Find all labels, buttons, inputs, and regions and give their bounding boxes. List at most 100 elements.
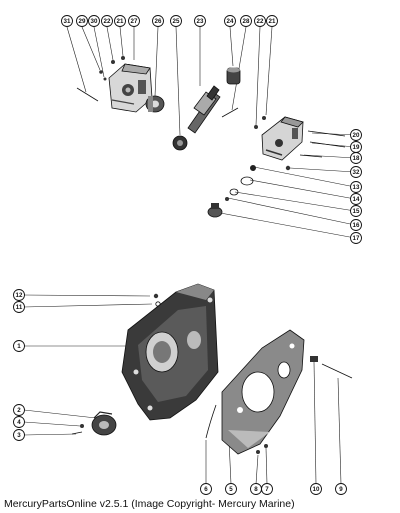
callout-29: 29 bbox=[76, 15, 88, 27]
svg-text:4: 4 bbox=[17, 419, 21, 426]
callout-12: 12 bbox=[13, 289, 25, 301]
callout-21-upper-left: 21 bbox=[114, 15, 126, 27]
svg-text:7: 7 bbox=[265, 486, 269, 493]
callout-28: 28 bbox=[240, 15, 252, 27]
impeller-part bbox=[91, 411, 117, 436]
rod-part bbox=[307, 130, 346, 137]
screw-part bbox=[71, 431, 83, 435]
svg-text:9: 9 bbox=[339, 486, 343, 493]
washer-part bbox=[103, 77, 107, 81]
washer-part bbox=[254, 125, 258, 129]
gasket-part bbox=[205, 404, 217, 439]
rod-part bbox=[299, 154, 323, 158]
callout-20: 20 bbox=[350, 129, 362, 141]
callout-2: 2 bbox=[13, 404, 25, 416]
callout-5: 5 bbox=[225, 483, 237, 495]
plug-part bbox=[207, 203, 223, 218]
callout-7: 7 bbox=[261, 483, 273, 495]
svg-text:25: 25 bbox=[173, 18, 180, 25]
washer-part bbox=[225, 197, 229, 201]
drive-shaft-part bbox=[187, 85, 221, 134]
svg-text:5: 5 bbox=[229, 486, 233, 493]
image-copyright-footer: MercuryPartsOnline v2.5.1 (Image Copyrig… bbox=[4, 498, 295, 510]
screw-part bbox=[121, 56, 125, 60]
callout-10: 10 bbox=[310, 483, 322, 495]
callout-4: 4 bbox=[13, 416, 25, 428]
face-plate-part bbox=[221, 329, 305, 455]
callout-6: 6 bbox=[200, 483, 212, 495]
washer-part bbox=[80, 424, 84, 428]
washer-part bbox=[264, 444, 268, 448]
svg-text:24: 24 bbox=[227, 18, 234, 25]
pin-part bbox=[76, 87, 99, 102]
washer-part bbox=[99, 70, 103, 74]
screw-part bbox=[256, 450, 260, 454]
svg-text:14: 14 bbox=[353, 196, 360, 203]
rod-part bbox=[321, 363, 353, 379]
svg-text:18: 18 bbox=[353, 155, 360, 162]
callout-25: 25 bbox=[170, 15, 182, 27]
svg-text:3: 3 bbox=[17, 432, 21, 439]
screw-part bbox=[221, 107, 239, 118]
spring-part bbox=[240, 176, 254, 186]
pump-body-part bbox=[108, 63, 153, 113]
svg-text:26: 26 bbox=[155, 18, 162, 25]
svg-text:16: 16 bbox=[353, 222, 360, 229]
callout-16: 16 bbox=[350, 219, 362, 231]
callout-24: 24 bbox=[224, 15, 236, 27]
pump-housing-part bbox=[121, 283, 219, 421]
svg-text:31: 31 bbox=[64, 18, 71, 25]
svg-text:1: 1 bbox=[17, 343, 21, 350]
valve-body-part bbox=[261, 116, 304, 161]
rod-part bbox=[309, 141, 346, 148]
callout-3: 3 bbox=[13, 429, 25, 441]
callout-15: 15 bbox=[350, 205, 362, 217]
svg-text:20: 20 bbox=[353, 132, 360, 139]
svg-text:28: 28 bbox=[243, 18, 250, 25]
svg-text:8: 8 bbox=[254, 486, 258, 493]
svg-text:2: 2 bbox=[17, 407, 21, 414]
callout-8: 8 bbox=[250, 483, 262, 495]
callout-31: 31 bbox=[61, 15, 73, 27]
svg-text:22: 22 bbox=[104, 18, 111, 25]
svg-text:21: 21 bbox=[269, 18, 276, 25]
svg-text:30: 30 bbox=[91, 18, 98, 25]
svg-text:21: 21 bbox=[117, 18, 124, 25]
washer-part bbox=[285, 165, 291, 171]
callout-21-upper-right: 21 bbox=[266, 15, 278, 27]
callout-26: 26 bbox=[152, 15, 164, 27]
svg-text:32: 32 bbox=[353, 169, 360, 176]
callout-1: 1 bbox=[13, 340, 25, 352]
callout-13: 13 bbox=[350, 181, 362, 193]
bearing-part bbox=[145, 95, 165, 113]
callout-18: 18 bbox=[350, 152, 362, 164]
roller-part bbox=[226, 67, 241, 85]
callout-27: 27 bbox=[128, 15, 140, 27]
svg-text:15: 15 bbox=[353, 208, 360, 215]
svg-text:22: 22 bbox=[257, 18, 264, 25]
svg-text:29: 29 bbox=[79, 18, 86, 25]
svg-text:27: 27 bbox=[131, 18, 138, 25]
ball-part bbox=[250, 165, 256, 171]
svg-text:17: 17 bbox=[353, 235, 360, 242]
leader-lines-lower bbox=[23, 294, 342, 485]
svg-text:13: 13 bbox=[353, 184, 360, 191]
o-ring-part bbox=[229, 188, 239, 196]
svg-text:10: 10 bbox=[313, 486, 320, 493]
svg-text:23: 23 bbox=[197, 18, 204, 25]
bushing-part bbox=[172, 135, 188, 151]
svg-text:12: 12 bbox=[16, 292, 23, 299]
callout-22-upper-left: 22 bbox=[101, 15, 113, 27]
callout-19: 19 bbox=[350, 141, 362, 153]
callout-14: 14 bbox=[350, 193, 362, 205]
screw-part bbox=[153, 293, 159, 299]
pin-part bbox=[310, 356, 318, 362]
svg-text:6: 6 bbox=[204, 486, 208, 493]
washer-part bbox=[262, 116, 266, 120]
callout-9: 9 bbox=[335, 483, 347, 495]
leader-lines-upper bbox=[66, 26, 356, 239]
callout-30: 30 bbox=[88, 15, 100, 27]
svg-text:19: 19 bbox=[353, 144, 360, 151]
callout-11: 11 bbox=[13, 301, 25, 313]
